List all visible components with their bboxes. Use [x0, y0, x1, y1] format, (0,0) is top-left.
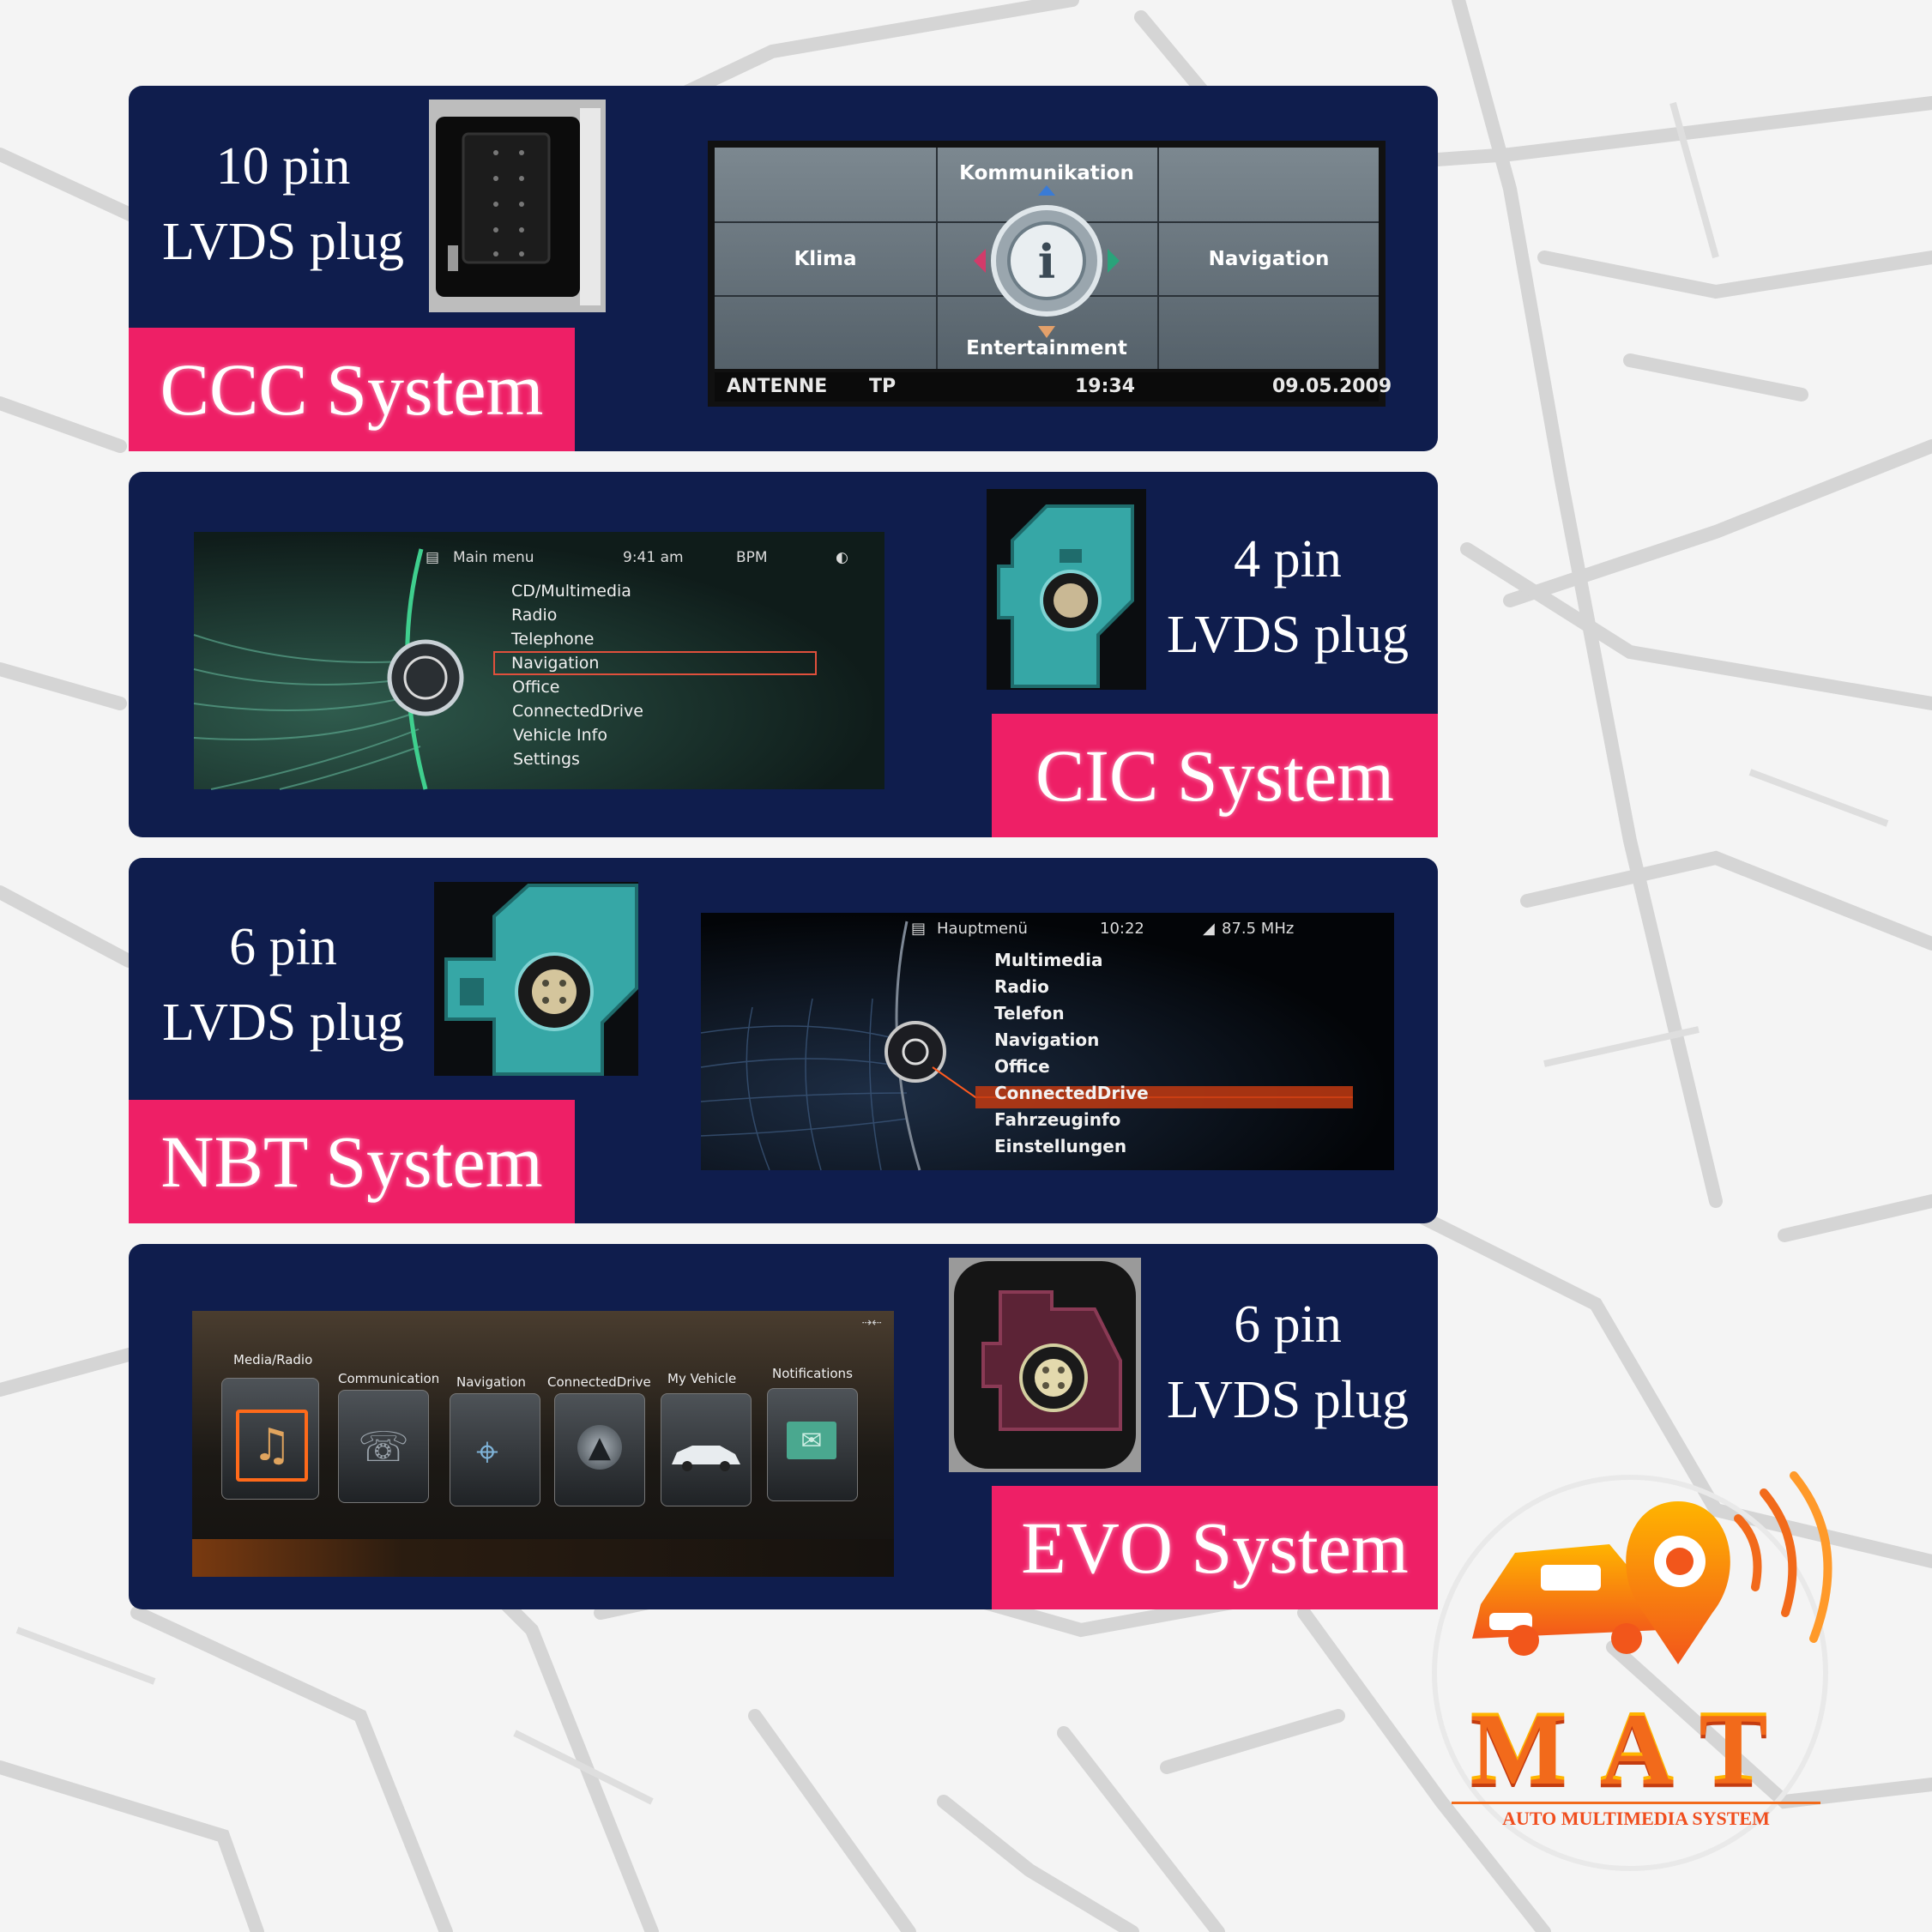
cic-system-card: ▤ Main menu 9:41 am BPM ◐ CD/Multimedia … — [129, 472, 1438, 837]
mat-logo-letters: MAT — [1470, 1692, 1801, 1806]
evo-tile-navigation[interactable]: ⌖ — [450, 1393, 540, 1506]
cic-menu-item[interactable]: Office — [512, 678, 560, 697]
evo-bottom-glow — [192, 1539, 894, 1577]
ccc-status-date: 09.05.2009 — [1272, 376, 1392, 397]
phone-chat-icon: ☏ — [358, 1423, 410, 1471]
evo-tile-label: My Vehicle — [667, 1371, 737, 1386]
nbt-menu-radio: 87.5 MHz — [1222, 920, 1295, 938]
ccc-system-card: 10 pin LVDS plug CCC System Kommunikat — [129, 86, 1438, 451]
evo-tile-notifications[interactable]: ✉ — [767, 1388, 858, 1501]
nbt-system-card: 6 pin LVDS plug NBT System — [129, 858, 1438, 1223]
evo-tile-connecteddrive[interactable]: ▲ — [554, 1393, 645, 1506]
settings-icon: ◐ — [836, 549, 848, 566]
cic-pin-count: 4 pin — [1234, 530, 1342, 589]
nbt-menu-item[interactable]: Einstellungen — [994, 1136, 1127, 1156]
nbt-system-label: NBT System — [129, 1100, 575, 1223]
ccc-controller-info-icon[interactable]: i — [955, 178, 1138, 341]
cic-menu-bar: ▤ Main menu 9:41 am BPM ◐ — [417, 547, 872, 570]
nbt-pin-description: 6 pin LVDS plug — [129, 909, 438, 1060]
nbt-menu-item-selected[interactable]: ConnectedDrive — [994, 1083, 1149, 1103]
ccc-status-time: 19:34 — [1075, 376, 1136, 397]
ccc-pin-description: 10 pin LVDS plug — [129, 129, 438, 280]
cic-menu-item-selected[interactable]: Navigation — [511, 654, 600, 673]
cic-idrive-screen: ▤ Main menu 9:41 am BPM ◐ CD/Multimedia … — [193, 532, 884, 790]
mat-logo: MAT AUTO MULTIMEDIA SYSTEM — [1412, 1458, 1867, 1905]
ccc-status-tp: TP — [869, 376, 897, 397]
car-icon — [672, 1446, 740, 1471]
evo-tile-label: Communication — [338, 1371, 440, 1386]
cic-menu-item[interactable]: Settings — [513, 750, 580, 769]
nbt-pin-count: 6 pin — [229, 918, 337, 976]
ccc-system-label: CCC System — [129, 328, 575, 451]
cic-plug-label: LVDS plug — [1167, 606, 1409, 664]
ccc-10pin-plug-photo — [429, 100, 606, 312]
cic-menu-title: Main menu — [453, 549, 534, 566]
navigation-pin-icon: ⌖ — [476, 1428, 498, 1475]
nbt-menu-item[interactable]: Fahrzeuginfo — [994, 1109, 1121, 1130]
cic-menu-item[interactable]: ConnectedDrive — [512, 702, 643, 721]
cic-pin-description: 4 pin LVDS plug — [1138, 522, 1438, 673]
menu-icon: ▤ — [911, 920, 927, 938]
evo-tile-label: Navigation — [456, 1374, 526, 1390]
nbt-menu-title: Hauptmenü — [937, 920, 1028, 938]
music-note-icon: ♫ — [236, 1410, 308, 1482]
mat-logo-tagline: AUTO MULTIMEDIA SYSTEM — [1452, 1802, 1820, 1830]
cic-system-label: CIC System — [992, 714, 1438, 837]
ccc-status-source: ANTENNE — [727, 376, 828, 397]
cic-menu-item[interactable]: CD/Multimedia — [511, 582, 631, 601]
ccc-status-bar: ANTENNE TP 19:34 09.05.2009 — [715, 372, 1392, 401]
ccc-menu-kommunikation[interactable]: Kommunikation — [959, 162, 1134, 184]
nbt-globe-graphic — [700, 921, 1353, 1171]
ccc-menu-klima[interactable]: Klima — [794, 248, 857, 270]
evo-system-card: ⇢⇠ Media/Radio Communication Navigation … — [129, 1244, 1438, 1609]
nbt-menu-item[interactable]: Office — [994, 1056, 1050, 1077]
evo-tile-my-vehicle[interactable] — [661, 1393, 752, 1506]
nbt-menu-item[interactable]: Multimedia — [994, 950, 1103, 970]
ccc-pin-count: 10 pin — [215, 137, 351, 196]
evo-tile-media-radio[interactable]: ♫ — [221, 1378, 319, 1500]
nbt-idrive-screen: ▤ Hauptmenü 10:22 ◢ 87.5 MHz Multimedia … — [700, 913, 1394, 1171]
cic-menu-item[interactable]: Radio — [511, 606, 558, 625]
cic-menu-item[interactable]: Vehicle Info — [513, 726, 607, 745]
evo-6pin-plug-photo — [949, 1258, 1141, 1472]
nbt-plug-label: LVDS plug — [162, 993, 404, 1052]
cic-menu-time: 9:41 am — [623, 549, 684, 566]
evo-tile-communication[interactable]: ☏ — [338, 1390, 429, 1503]
cic-wave-graphic — [193, 548, 817, 790]
evo-idrive-screen: ⇢⇠ Media/Radio Communication Navigation … — [192, 1311, 894, 1577]
evo-plug-label: LVDS plug — [1167, 1371, 1409, 1429]
cic-4pin-plug-photo — [987, 489, 1146, 690]
nbt-menu-item[interactable]: Telefon — [994, 1003, 1065, 1023]
nbt-menu-item[interactable]: Navigation — [994, 1029, 1100, 1050]
ccc-idrive-screen: Kommunikation Klima Navigation Entertain… — [708, 141, 1392, 407]
connecteddrive-icon: ▲ — [577, 1425, 622, 1470]
evo-pin-count: 6 pin — [1234, 1295, 1342, 1354]
evo-tile-label: Notifications — [772, 1366, 853, 1381]
nbt-6pin-plug-photo — [434, 882, 638, 1076]
evo-pin-description: 6 pin LVDS plug — [1138, 1287, 1438, 1438]
menu-icon: ▤ — [426, 549, 440, 566]
nbt-menu-item[interactable]: Radio — [994, 976, 1049, 997]
ccc-plug-label: LVDS plug — [162, 213, 404, 271]
signal-icon: ◢ — [1203, 920, 1215, 938]
nbt-menu-time: 10:22 — [1100, 920, 1144, 938]
ccc-menu-navigation[interactable]: Navigation — [1208, 248, 1330, 270]
cic-menu-source: BPM — [736, 549, 768, 566]
mat-logo-graphic — [1432, 1471, 1832, 1871]
ccc-menu-entertainment[interactable]: Entertainment — [966, 337, 1127, 359]
evo-system-label: EVO System — [992, 1486, 1438, 1609]
nbt-menu-bar: ▤ Hauptmenü 10:22 ◢ 87.5 MHz — [911, 918, 1374, 940]
svg-text:i: i — [1038, 234, 1056, 289]
ccc-menu-grid: Kommunikation Klima Navigation Entertain… — [715, 148, 1379, 369]
envelope-icon: ✉ — [787, 1422, 836, 1459]
evo-tile-label: Media/Radio — [233, 1352, 313, 1367]
evo-tile-label: ConnectedDrive — [547, 1374, 651, 1390]
connection-icon: ⇢⇠ — [861, 1316, 882, 1330]
cic-menu-item[interactable]: Telephone — [511, 630, 595, 649]
